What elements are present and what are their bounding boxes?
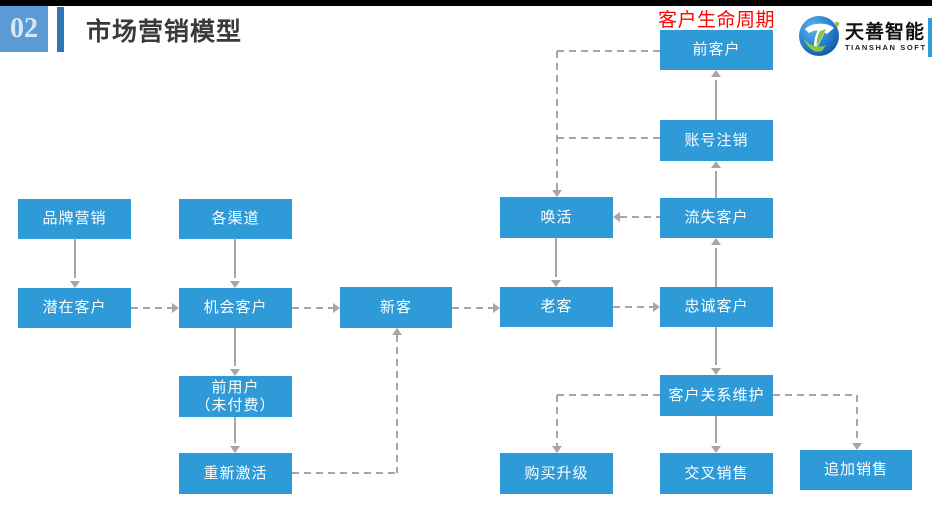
connector-line (620, 216, 660, 218)
connector-line (234, 328, 236, 366)
connector-line (74, 238, 76, 278)
logo-globe-icon (798, 13, 842, 62)
connector-line (234, 417, 236, 443)
logo-name: 天善智能 (845, 22, 926, 43)
arrow-head (613, 212, 620, 222)
flow-node-label: 老客 (540, 298, 573, 315)
flow-node-wake-up: 唤活 (500, 197, 613, 238)
flow-node-upselling: 追加销售 (800, 450, 912, 490)
flow-node-label: 品牌营销 (42, 210, 107, 227)
connector-line (556, 395, 558, 446)
logo-subtitle: TIANSHAN SOFT (845, 43, 927, 52)
flow-node-label: 账号注销 (684, 131, 749, 149)
flow-node-account-cancellation: 账号注销 (660, 120, 773, 161)
connector-line (557, 137, 660, 139)
flow-node-label: 潜在客户 (42, 299, 107, 316)
flow-node-channels: 各渠道 (179, 199, 292, 239)
arrow-head (711, 238, 721, 245)
flow-node-label: 追加销售 (823, 461, 888, 478)
flow-node-reactivation: 重新激活 (179, 453, 292, 494)
logo-text: 天善智能 TIANSHAN SOFT (845, 22, 927, 53)
right-edge-accent (928, 18, 932, 57)
flow-node-label: 新客 (379, 298, 412, 316)
flow-node-label: 前客户 (692, 41, 741, 58)
arrow-head (711, 161, 721, 168)
connector-line (556, 51, 558, 190)
flow-node-label: 重新激活 (203, 464, 268, 482)
connector-line (856, 395, 858, 443)
top-letterbox-bar (0, 0, 932, 6)
company-logo: 天善智能 TIANSHAN SOFT (798, 13, 927, 62)
flow-node-purchase-upgrade: 购买升级 (500, 453, 613, 494)
flow-node-label: 各渠道 (211, 210, 260, 227)
flow-node-brand-marketing: 品牌营销 (18, 199, 131, 239)
flow-node-former-users: 前用户（未付费） (179, 376, 292, 417)
arrow-head (552, 446, 562, 453)
connector-line (234, 238, 236, 278)
arrow-head (711, 446, 721, 453)
flow-node-label: 客户关系维护 (668, 386, 765, 404)
connector-line (557, 394, 660, 396)
arrow-head (493, 303, 500, 313)
arrow-head (552, 190, 562, 197)
arrow-head (392, 328, 402, 335)
flow-node-label: 忠诚客户 (684, 298, 749, 315)
arrow-head (711, 368, 721, 375)
connector-line (773, 394, 857, 396)
flow-node-potential-customers: 潜在客户 (18, 288, 131, 328)
flow-node-label: 购买升级 (524, 464, 589, 482)
arrow-head (230, 446, 240, 453)
arrow-head (172, 303, 179, 313)
arrow-head (551, 280, 561, 287)
flow-node-churned-customers: 流失客户 (660, 198, 773, 238)
page-title: 市场营销模型 (86, 18, 243, 46)
flow-node-label: 唤活 (540, 208, 573, 226)
flow-node-label: 流失客户 (684, 209, 749, 226)
connector-line (555, 238, 557, 277)
flow-node-opportunity-customers: 机会客户 (179, 288, 292, 328)
flow-node-loyal-customers: 忠诚客户 (660, 287, 773, 327)
flow-node-cross-selling: 交叉销售 (660, 453, 773, 494)
connector-line (452, 307, 493, 309)
arrow-head (653, 302, 660, 312)
flow-node-old-customers: 老客 (500, 287, 613, 327)
flow-node-former-customers: 前客户 (660, 30, 773, 70)
connector-line (715, 171, 717, 198)
arrow-head (230, 281, 240, 288)
flow-node-label: 机会客户 (203, 299, 268, 316)
flow-node-label: 前用户 (211, 378, 260, 396)
annotation-label: 客户生命周期 (658, 10, 776, 31)
arrow-head (230, 369, 240, 376)
flow-node-new-customers: 新客 (340, 287, 452, 328)
connector-line (613, 306, 653, 308)
connector-line (131, 307, 172, 309)
connector-line (557, 50, 660, 52)
connector-line (715, 80, 717, 120)
slide-number-badge: 02 (0, 6, 48, 52)
title-accent-bar (57, 7, 64, 52)
connector-line (396, 335, 398, 473)
connector-line (292, 472, 397, 474)
arrow-head (852, 443, 862, 450)
connector-line (715, 327, 717, 365)
flow-node-crm-maintenance: 客户关系维护 (660, 375, 773, 416)
connector-line (715, 248, 717, 287)
connector-line (715, 416, 717, 443)
arrow-head (70, 281, 80, 288)
connector-line (292, 307, 333, 309)
flow-node-label-line2: （未付费） (195, 396, 276, 414)
arrow-head (333, 303, 340, 313)
flow-node-label: 交叉销售 (684, 464, 749, 482)
arrow-head (711, 70, 721, 77)
